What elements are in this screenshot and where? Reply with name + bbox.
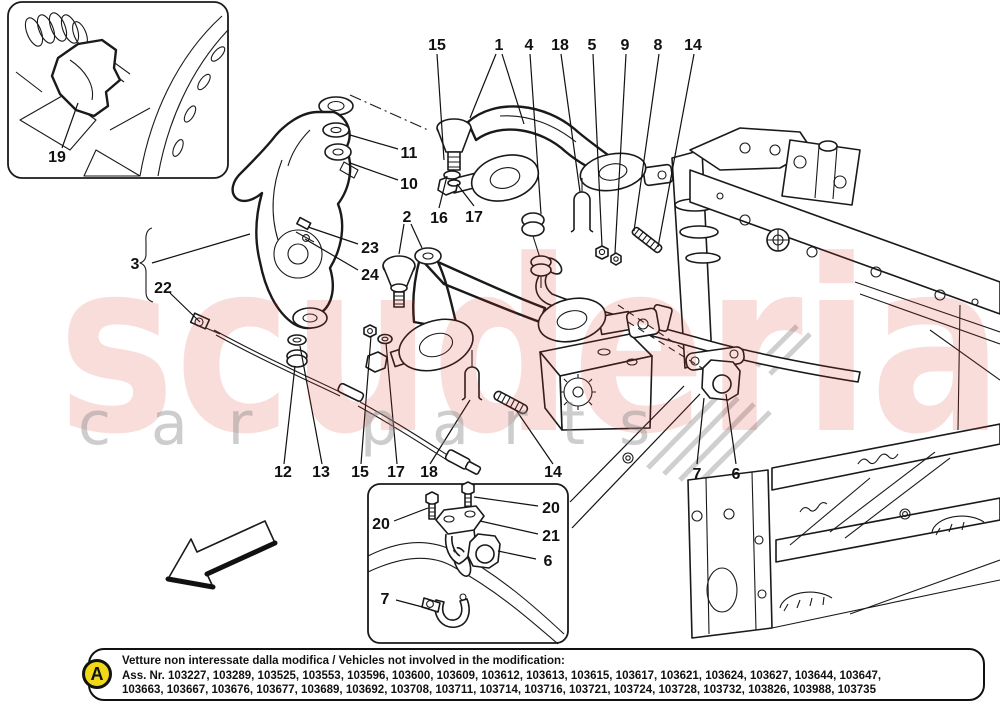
callout-11: 11 <box>401 145 418 162</box>
callout-22: 22 <box>154 280 172 297</box>
callout-2: 2 <box>403 209 412 226</box>
callout-21: 21 <box>542 528 560 545</box>
upper-wishbone <box>436 105 674 288</box>
callout-13: 13 <box>312 464 330 481</box>
callout-19: 19 <box>48 149 66 166</box>
callout-4: 4 <box>525 37 534 54</box>
callout-20-right: 20 <box>542 500 560 517</box>
lower-wishbone <box>365 247 661 415</box>
mount-bracket-block <box>539 333 653 431</box>
callout-15-bottom: 15 <box>351 464 369 481</box>
callout-16: 16 <box>430 210 448 227</box>
note-badge-a: A <box>82 659 112 689</box>
callout-23: 23 <box>361 240 379 257</box>
callout-7-chassis: 7 <box>693 466 702 483</box>
steering-knuckle <box>231 94 429 330</box>
note-line-2: Ass. Nr. 103227, 103289, 103525, 103553,… <box>122 669 882 682</box>
callout-8: 8 <box>654 37 663 54</box>
callout-labels: 19 15 1 4 18 5 9 8 14 11 10 2 16 17 23 2… <box>48 37 740 608</box>
leader-lines <box>61 53 737 610</box>
chassis-frame <box>619 127 1000 639</box>
note-line-3: 103663, 103667, 103676, 103677, 103689, … <box>122 684 876 697</box>
callout-3: 3 <box>131 256 140 273</box>
callout-5: 5 <box>588 37 597 54</box>
callout-18-bottom: 18 <box>420 464 438 481</box>
callout-9: 9 <box>621 37 630 54</box>
callout-7-inset: 7 <box>381 591 390 608</box>
watermark-secondary-word1: car <box>78 389 292 459</box>
direction-arrow <box>165 520 278 590</box>
callout-20-left: 20 <box>372 516 390 533</box>
abs-sensor-cable <box>189 312 482 475</box>
stabilizer-bracket-on-chassis <box>617 304 745 401</box>
note-line-1: Vetture non interessate dalla modifica /… <box>122 655 565 667</box>
callout-17-upper: 17 <box>465 209 483 226</box>
callout-6-inset: 6 <box>544 553 553 570</box>
callout-14-top: 14 <box>684 37 702 54</box>
stabilizer-bracket-inset <box>367 385 701 645</box>
callout-12: 12 <box>274 464 292 481</box>
callout-1: 1 <box>495 37 504 54</box>
callout-14-bottom: 14 <box>544 464 562 481</box>
callout-6-chassis: 6 <box>732 466 741 483</box>
inset-detail-box <box>7 1 229 179</box>
callout-10: 10 <box>400 176 418 193</box>
modification-note-box: A Vetture non interessate dalla modifica… <box>82 648 985 701</box>
callout-24: 24 <box>361 267 379 284</box>
callout-15-top: 15 <box>428 37 446 54</box>
note-text: Vetture non interessate dalla modifica /… <box>122 654 978 698</box>
callout-17-bottom: 17 <box>387 464 405 481</box>
callout-18-top: 18 <box>551 37 569 54</box>
